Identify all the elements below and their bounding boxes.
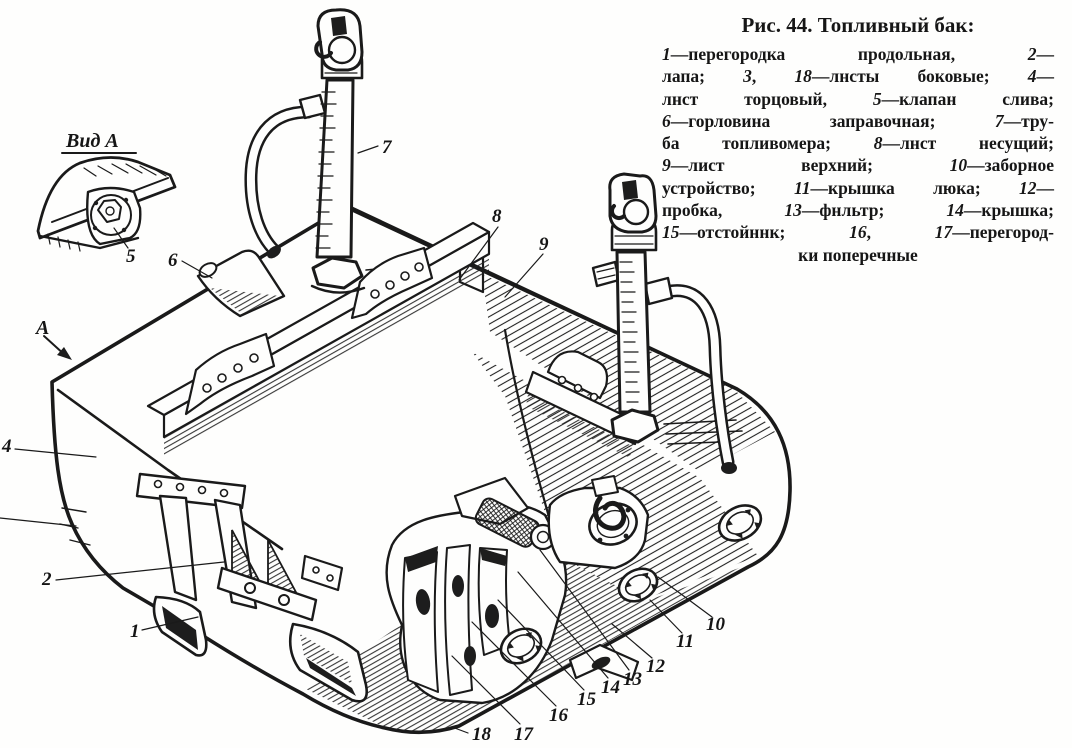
legend-line: устройство; 11—крышка люка; 12— xyxy=(662,177,1054,198)
legend-line: 15—отстойннк; 16, 17—перегород- xyxy=(662,222,1054,243)
callout-16: 16 xyxy=(549,705,569,726)
filter-assembly xyxy=(453,476,557,551)
section-arrow: А xyxy=(34,317,72,360)
figure-legend: Рис. 44. Топливный бак: 1—перегородка пр… xyxy=(662,12,1054,266)
callout-2: 2 xyxy=(41,569,52,590)
callout-10: 10 xyxy=(706,614,726,635)
callout-4: 4 xyxy=(1,436,12,457)
view-a-label: Вид А xyxy=(65,130,119,152)
intake-device xyxy=(547,475,650,570)
manhole-cover xyxy=(617,567,659,603)
callout-8: 8 xyxy=(492,206,502,227)
legend-line: ки поперечные xyxy=(798,244,918,265)
fuel-gauge-tube-2 xyxy=(591,172,737,474)
legend-line: 6—горловина заправочная; 7—тру- xyxy=(662,110,1054,131)
baffle-plate xyxy=(402,551,439,693)
fuel-gauge-tube-1 xyxy=(244,8,366,294)
figure-title: Рис. 44. Топливный бак: xyxy=(741,13,975,37)
filler-neck xyxy=(196,249,286,318)
callout-14: 14 xyxy=(601,677,620,698)
leader-lines xyxy=(0,145,713,734)
callout-5: 5 xyxy=(126,246,136,267)
legend-line: 9—лист верхний; 10—заборное xyxy=(662,155,1054,176)
bracket-strap-left xyxy=(184,332,276,416)
callout-15: 15 xyxy=(577,689,597,710)
legend-line: пробка, 13—фнльтр; 14—крышка; xyxy=(662,200,1055,221)
view-a-detail: Вид А xyxy=(36,130,177,252)
callout-11: 11 xyxy=(676,631,694,652)
callout-6: 6 xyxy=(168,250,178,271)
legend-line: лнст торцовый, 5—клапан слива; xyxy=(662,88,1054,109)
legend-line: лапа; 3, 18—лнсты боковые; 4— xyxy=(662,66,1055,87)
callout-9: 9 xyxy=(539,234,549,255)
manhole-cover xyxy=(499,627,543,665)
manhole-cover xyxy=(717,504,763,542)
callout-18: 18 xyxy=(472,724,492,745)
baffle-plate xyxy=(477,547,511,656)
legend-line: ба топливомера; 8—лнст несущий; xyxy=(662,133,1054,154)
bracket-strap-mid xyxy=(350,246,434,320)
callout-7: 7 xyxy=(382,137,393,158)
callout-17: 17 xyxy=(514,724,535,745)
foot-opening xyxy=(288,622,368,703)
foot-opening xyxy=(152,595,208,657)
callout-12: 12 xyxy=(646,656,666,677)
carrier-plate xyxy=(146,221,644,458)
mounting-foot xyxy=(135,472,344,622)
callout-13: 13 xyxy=(623,669,642,690)
section-arrow-label: А xyxy=(34,317,49,339)
callout-1: 1 xyxy=(130,621,140,642)
legend-line: 1—перегородка продольная, 2— xyxy=(662,44,1054,64)
